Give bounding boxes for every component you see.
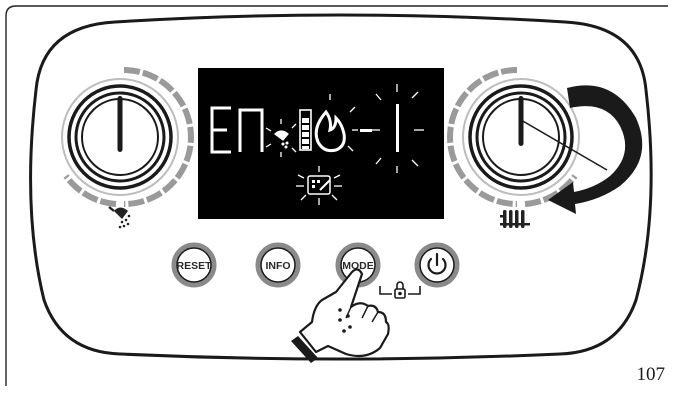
reset-button[interactable]: RESET xyxy=(174,245,214,285)
reset-button-label: RESET xyxy=(176,260,212,272)
page-number: 107 xyxy=(637,364,666,386)
left-knob-indicator xyxy=(118,96,123,152)
digit-dash xyxy=(360,129,372,132)
info-button-label: INFO xyxy=(265,260,290,272)
info-button[interactable]: INFO xyxy=(258,245,298,285)
power-button[interactable] xyxy=(417,245,457,285)
